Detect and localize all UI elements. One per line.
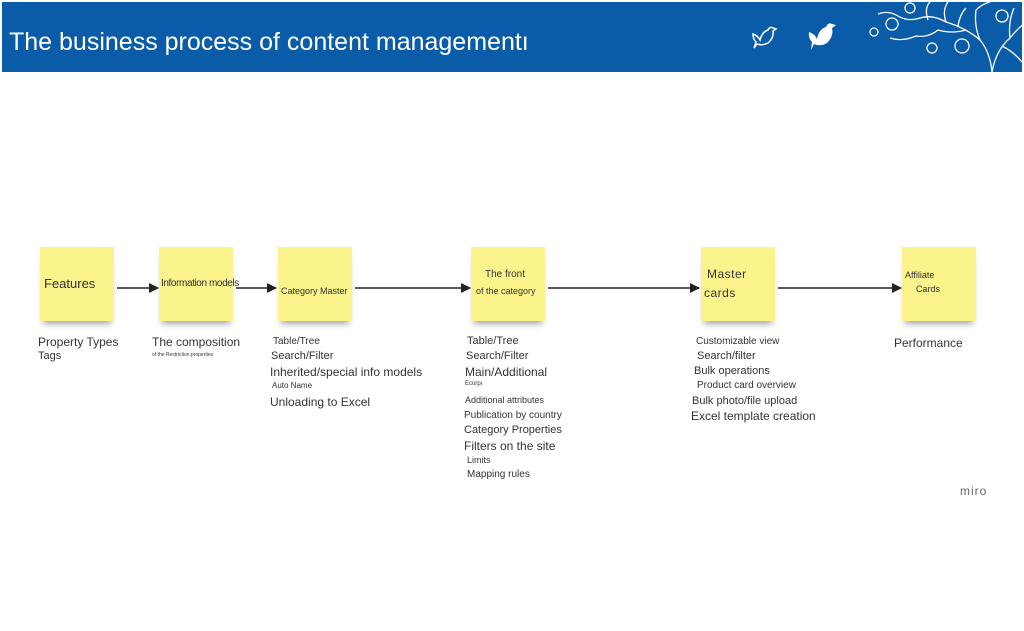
note-features[interactable]: Features	[40, 247, 114, 321]
master-cards-item-bulk-operations: Bulk operations	[694, 365, 770, 377]
note-category-master[interactable]: Category Master	[278, 247, 352, 321]
front-item-publication: Publication by country	[464, 410, 562, 421]
master-cards-item-product-card-overview: Product card overview	[697, 380, 796, 391]
master-cards-item-customizable-view: Customizable view	[696, 336, 780, 347]
master-cards-item-excel-template: Excel template creation	[691, 409, 816, 423]
front-item-ecorp: Ecorpı	[465, 381, 483, 387]
front-item-additional-attributes: Additional attributes	[465, 395, 545, 405]
note-category-master-label: Category Master	[281, 286, 348, 296]
master-cards-item-search-filter: Search/filter	[697, 350, 756, 362]
note-master-cards[interactable]: Master cards	[701, 247, 775, 321]
front-item-limits: Limits	[467, 455, 491, 465]
bird-filled-icon	[808, 23, 836, 50]
tree-branches-icon	[869, 2, 1022, 72]
miro-logo: miro	[960, 484, 988, 498]
front-item-table-tree: Table/Tree	[467, 335, 519, 347]
front-item-mapping-rules: Mapping rules	[467, 469, 530, 480]
category-master-item-search-filter: Search/Filter	[271, 350, 334, 362]
front-item-main-additional: Main/Additional	[465, 365, 548, 379]
category-master-item-auto-name: Auto Name	[272, 381, 313, 390]
note-front-line2: of the category	[476, 286, 536, 296]
features-item-property-types: Property Types	[38, 335, 119, 349]
category-master-item-unloading: Unloading to Excel	[270, 395, 371, 409]
header-banner: The business process of content manageme…	[2, 2, 1022, 72]
category-master-item-inherited: Inherited/special info models	[270, 365, 423, 379]
note-affiliate-line2: Cards	[916, 284, 941, 294]
category-master-item-table-tree: Table/Tree	[273, 336, 320, 347]
note-affiliate-line1: Affiliate	[905, 270, 935, 280]
note-master-line2: cards	[704, 286, 736, 300]
bird-outline-icon	[752, 26, 778, 49]
note-information-models-label: Information models	[161, 278, 239, 289]
front-item-filters: Filters on the site	[464, 439, 556, 453]
note-front-of-category[interactable]: The front of the category	[471, 247, 545, 321]
affiliate-item-performance: Performance	[894, 336, 963, 350]
note-features-label: Features	[44, 276, 96, 291]
features-item-tags: Tags	[38, 350, 62, 362]
page-title: The business process of content manageme…	[9, 28, 529, 56]
info-models-item-composition: The composition	[152, 335, 241, 349]
info-models-item-restriction: of the Restriction properties	[152, 352, 214, 358]
note-front-line1: The front	[485, 269, 526, 280]
front-item-search-filter: Search/Filter	[466, 350, 529, 362]
note-information-models[interactable]: Information models	[159, 247, 239, 321]
master-cards-item-bulk-upload: Bulk photo/file upload	[692, 395, 798, 407]
note-affiliate-cards[interactable]: Affiliate Cards	[902, 247, 976, 321]
front-item-category-properties: Category Properties	[464, 424, 562, 436]
note-master-line1: Master	[707, 267, 747, 281]
